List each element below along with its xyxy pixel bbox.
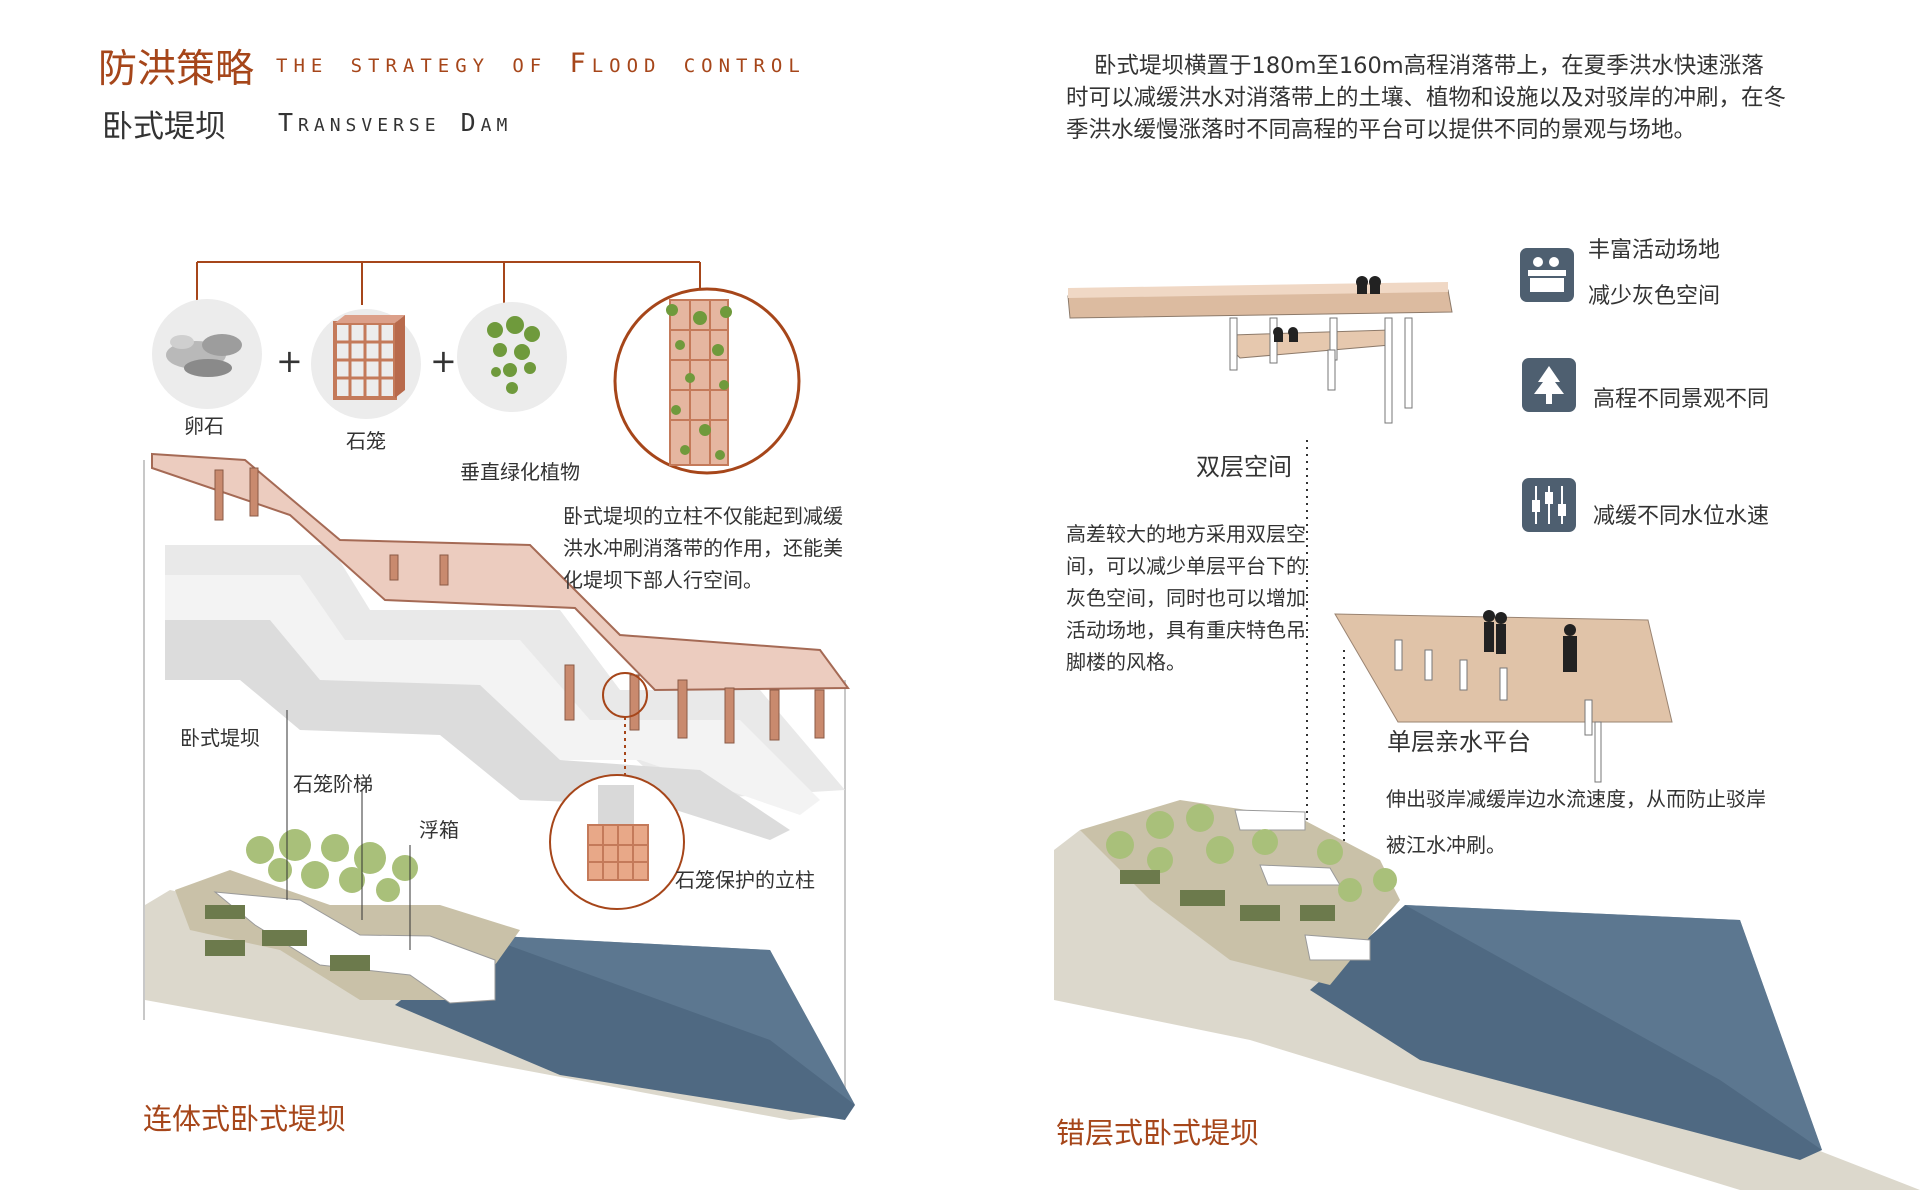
legend-1-line-2: 减少灰色空间 [1588, 284, 1721, 309]
pebble-icon [152, 299, 262, 409]
callout-dam: 卧式堤坝 [180, 726, 260, 750]
gabion-label: 石笼 [346, 429, 386, 453]
column-highlight [549, 672, 685, 910]
gabion-icon [311, 309, 421, 419]
column-detail-circle [613, 287, 801, 475]
gabion-column-label: 石笼保护的立柱 [675, 868, 815, 892]
single-layer-platform [1334, 610, 1673, 783]
pebble-label: 卵石 [184, 414, 224, 438]
legend-2-line-1: 高程不同景观不同 [1593, 387, 1770, 412]
double-layer-platform [1067, 276, 1453, 424]
single-layer-text: 伸出驳岸减缓岸边水流速度，从而防止驳岸被江水冲刷。 [1386, 787, 1766, 857]
double-layer-title: 双层空间 [1196, 453, 1292, 481]
vertical-plant-icon [457, 302, 567, 412]
callout-steps: 石笼阶梯 [293, 772, 373, 796]
component-bracket [196, 261, 701, 305]
single-layer-title: 单层亲水平台 [1387, 728, 1531, 756]
section-title-en: Transverse Dam [278, 108, 513, 137]
callout-float: 浮箱 [419, 818, 459, 842]
intro-paragraph: 卧式堤坝横置于180m至160m高程消落带上，在夏季洪水快速涨落时可以减缓洪水对… [1066, 53, 1787, 143]
people-activity-icon [1520, 248, 1574, 302]
right-caption: 错层式卧式堤坝 [1056, 1116, 1260, 1150]
tree-icon [1522, 358, 1576, 412]
section-title-cn: 卧式堤坝 [102, 109, 226, 145]
left-site-model [145, 829, 855, 1120]
right-site-model [1054, 800, 1920, 1190]
double-layer-text: 高差较大的地方采用双层空间，可以减少单层平台下的灰色空间，同时也可以增加活动场地… [1066, 522, 1306, 674]
plus-sign-2: + [430, 342, 457, 380]
plus-sign-1: + [276, 342, 303, 380]
left-caption: 连体式卧式堤坝 [143, 1102, 347, 1136]
water-level-sliders-icon [1522, 478, 1576, 532]
legend-3-line-1: 减缓不同水位水速 [1593, 504, 1770, 529]
plant-label: 垂直绿化植物 [460, 460, 580, 484]
page-title-en: the strategy of Flood control [276, 48, 806, 79]
transverse-dam-deck [151, 452, 850, 744]
column-note: 卧式堤坝的立柱不仅能起到减缓洪水冲刷消落带的作用，还能美化堤坝下部人行空间。 [563, 504, 843, 592]
legend-1-line-1: 丰富活动场地 [1588, 238, 1721, 263]
page-title-cn: 防洪策略 [98, 47, 255, 92]
